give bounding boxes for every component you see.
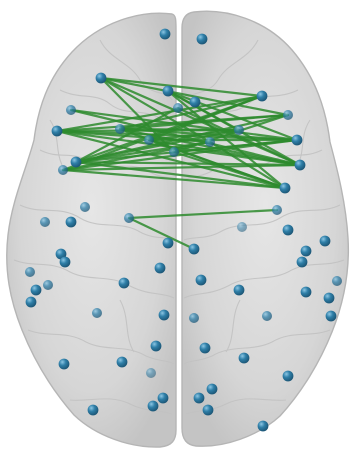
node-n43 (301, 287, 312, 298)
node-n36 (25, 267, 35, 277)
node-n40 (196, 275, 207, 286)
node-n22 (272, 205, 282, 215)
node-n8 (173, 103, 183, 113)
node-n64 (258, 421, 269, 432)
node-n26 (237, 222, 247, 232)
node-n1 (160, 29, 171, 40)
node-n11 (115, 124, 125, 134)
node-n2 (197, 34, 208, 45)
node-n51 (151, 341, 162, 352)
node-n57 (283, 371, 294, 382)
node-n47 (159, 310, 170, 321)
node-n12 (234, 125, 244, 135)
node-n53 (117, 357, 128, 368)
node-n46 (92, 308, 102, 318)
node-n3 (96, 73, 107, 84)
node-n50 (326, 311, 337, 322)
right-hemisphere (182, 11, 348, 446)
node-n17 (71, 157, 82, 168)
node-n16 (169, 147, 179, 157)
node-n60 (194, 393, 205, 404)
node-n24 (40, 217, 50, 227)
node-n49 (262, 311, 272, 321)
node-n13 (144, 135, 154, 145)
node-n19 (295, 160, 306, 171)
node-n10 (52, 126, 63, 137)
node-n34 (297, 257, 308, 268)
node-n25 (66, 217, 77, 228)
node-n37 (43, 280, 53, 290)
node-n63 (203, 405, 214, 416)
node-n4 (163, 86, 174, 97)
node-n39 (119, 278, 130, 289)
node-n58 (207, 384, 218, 395)
node-n21 (80, 202, 90, 212)
node-n56 (146, 368, 156, 378)
node-n52 (200, 343, 211, 354)
node-n30 (320, 236, 331, 247)
node-n45 (26, 297, 37, 308)
node-n33 (60, 257, 71, 268)
node-n9 (283, 110, 293, 120)
node-n7 (190, 97, 201, 108)
node-n15 (292, 135, 303, 146)
node-n55 (59, 359, 70, 370)
node-n41 (332, 276, 342, 286)
node-n44 (324, 293, 335, 304)
node-n31 (301, 246, 312, 257)
node-n20 (280, 183, 291, 194)
node-n29 (189, 244, 200, 255)
node-n6 (66, 105, 76, 115)
node-n28 (163, 238, 174, 249)
node-n42 (234, 285, 245, 296)
node-n54 (239, 353, 250, 364)
node-n14 (205, 137, 215, 147)
left-hemisphere (7, 13, 176, 447)
node-n27 (283, 225, 294, 236)
node-n18 (58, 165, 68, 175)
node-n61 (148, 401, 159, 412)
node-n48 (189, 313, 199, 323)
node-n59 (158, 393, 169, 404)
node-n5 (257, 91, 268, 102)
node-n38 (31, 285, 42, 296)
node-n62 (88, 405, 99, 416)
node-n35 (155, 263, 166, 274)
node-n23 (124, 213, 134, 223)
